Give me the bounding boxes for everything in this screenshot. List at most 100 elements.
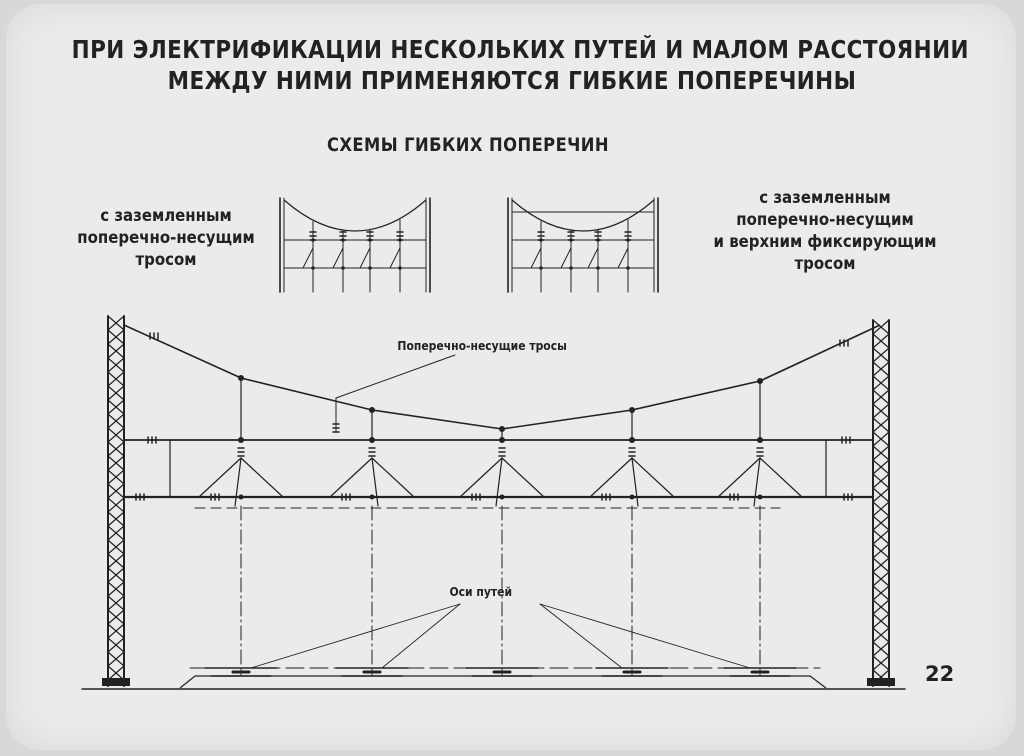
joint-dot — [341, 266, 345, 270]
registration-stay — [501, 457, 545, 498]
joint-dot — [368, 238, 372, 242]
cross-cable — [511, 199, 655, 232]
mast-lacing — [107, 595, 125, 611]
dropper-insulator — [628, 447, 636, 457]
registration-arm — [617, 247, 629, 269]
mast-lacing — [107, 483, 125, 499]
mast-lacing — [107, 581, 125, 597]
mast-lacing — [107, 455, 125, 471]
mast-lacing — [872, 473, 890, 489]
mast-lacing — [872, 403, 890, 419]
joint-dot — [398, 238, 402, 242]
track-insulator — [729, 493, 739, 501]
registration-arm — [371, 457, 379, 507]
joint-dot — [499, 426, 505, 432]
track-insulator — [601, 493, 611, 501]
mast-lacing — [107, 511, 125, 527]
registration-stay — [329, 457, 373, 498]
mast-lacing — [107, 497, 125, 513]
left-scheme-caption: с заземленным поперечно-несущим тросом — [77, 206, 255, 270]
upper-wire-insulator-left — [147, 436, 157, 444]
track-axes-label: Оси путей — [449, 585, 513, 599]
small-scheme-left — [279, 197, 431, 293]
registration-stay — [459, 457, 503, 498]
mast-lacing — [872, 319, 890, 335]
registration-arm — [332, 247, 344, 269]
mast-lacing — [872, 417, 890, 433]
mast-foot — [867, 678, 895, 686]
left-mast — [102, 315, 130, 687]
cross-cables-label: Поперечно-несущие тросы — [397, 339, 567, 353]
mast-foot — [102, 678, 130, 686]
registration-stay — [371, 457, 415, 498]
joint-dot — [629, 494, 635, 500]
joint-dot — [596, 266, 600, 270]
track-insulator — [210, 493, 220, 501]
registration-stay — [198, 457, 242, 498]
mast-lacing — [872, 613, 890, 629]
mast-lacing — [872, 431, 890, 447]
mast-lacing — [107, 315, 125, 331]
joint-dot — [626, 266, 630, 270]
dropper-insulator — [756, 447, 764, 457]
page-number: 22 — [925, 662, 955, 686]
slide-background — [6, 4, 1016, 750]
mast-lacing — [872, 557, 890, 573]
cable-insulator-right — [839, 339, 849, 347]
cable-label-leader — [335, 354, 456, 399]
main-cross-span-diagram — [81, 315, 906, 690]
registration-arm — [234, 457, 242, 507]
lower-wire-insulator-left — [135, 493, 145, 501]
right-mast — [867, 319, 895, 687]
joint-dot — [539, 238, 543, 242]
registration-arm — [389, 247, 401, 269]
registration-stay — [240, 457, 284, 498]
mast-lacing — [107, 525, 125, 541]
dropper-insulator — [498, 447, 506, 457]
title-line-2: МЕЖДУ НИМИ ПРИМЕНЯЮТСЯ ГИБКИЕ ПОПЕРЕЧИНЫ — [167, 66, 857, 95]
lower-wire-insulator-right — [843, 493, 853, 501]
registration-arm — [560, 247, 572, 269]
axis-label-leader — [539, 603, 751, 669]
mast-lacing — [107, 385, 125, 401]
mast-lacing — [107, 413, 125, 429]
joint-dot — [341, 238, 345, 242]
mast-lacing — [107, 651, 125, 667]
track-insulator — [471, 493, 481, 501]
joint-dot — [499, 494, 505, 500]
upper-wire-insulator-right — [841, 436, 851, 444]
mast-lacing — [107, 623, 125, 639]
joint-dot — [757, 437, 763, 443]
page-title: ПРИ ЭЛЕКТРИФИКАЦИИ НЕСКОЛЬКИХ ПУТЕЙ И МА… — [71, 34, 969, 96]
cable-insulator-left — [149, 332, 159, 340]
joint-dot — [626, 238, 630, 242]
joint-dot — [757, 494, 763, 500]
registration-arm — [631, 457, 639, 507]
title-line-1: ПРИ ЭЛЕКТРИФИКАЦИИ НЕСКОЛЬКИХ ПУТЕЙ И МА… — [71, 35, 969, 64]
joint-dot — [569, 266, 573, 270]
registration-stay — [717, 457, 761, 498]
mast-lacing — [107, 357, 125, 373]
track-bed — [179, 675, 827, 689]
registration-arm — [495, 457, 503, 507]
mast-lacing — [107, 665, 125, 681]
joint-dot — [369, 437, 375, 443]
registration-arm — [753, 457, 761, 507]
joint-dot — [238, 494, 244, 500]
axis-label-leader — [381, 603, 461, 669]
mast-lacing — [107, 637, 125, 653]
mast-lacing — [872, 599, 890, 615]
mast-lacing — [107, 469, 125, 485]
mast-lacing — [872, 501, 890, 517]
mast-lacing — [872, 487, 890, 503]
small-scheme-right — [507, 197, 659, 293]
mast-lacing — [107, 371, 125, 387]
registration-stay — [589, 457, 633, 498]
mast-lacing — [107, 441, 125, 457]
mast-lacing — [872, 529, 890, 545]
registration-arm — [359, 247, 371, 269]
joint-dot — [311, 266, 315, 270]
label-dropper-insulator — [332, 423, 340, 433]
registration-stay — [759, 457, 803, 498]
mast-lacing — [872, 655, 890, 671]
